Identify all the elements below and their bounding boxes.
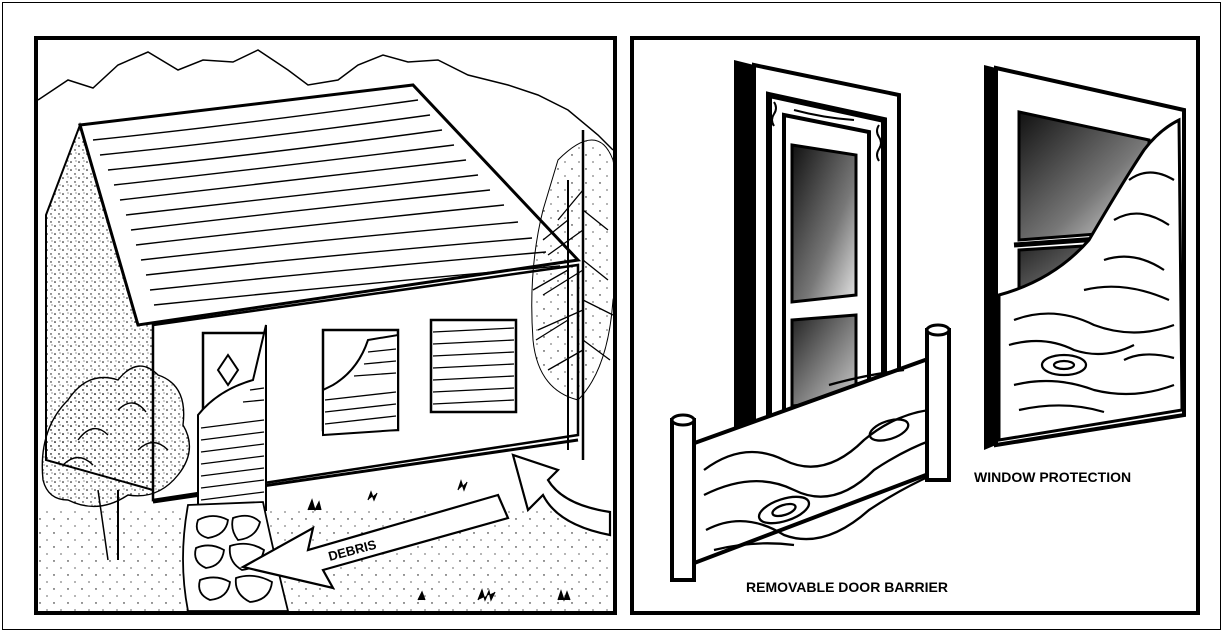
barrier-right-post [927, 330, 949, 480]
window-assembly [984, 65, 1184, 450]
door-barrier-label: REMOVABLE DOOR BARRIER [746, 579, 948, 595]
door-upper-glass [792, 145, 856, 302]
house-scene-drawing: DEBRIS [38, 40, 613, 611]
window-protection-label: WINDOW PROTECTION [974, 469, 1131, 485]
protection-drawing: WINDOW PROTECTION REMOVABLE DOOR BARRIER [634, 40, 1196, 611]
door-window-protection-illustration: WINDOW PROTECTION REMOVABLE DOOR BARRIER [630, 36, 1200, 615]
barrier-left-post [672, 420, 694, 580]
house-debris-illustration: DEBRIS [34, 36, 617, 615]
door-frame-outer [734, 60, 754, 432]
